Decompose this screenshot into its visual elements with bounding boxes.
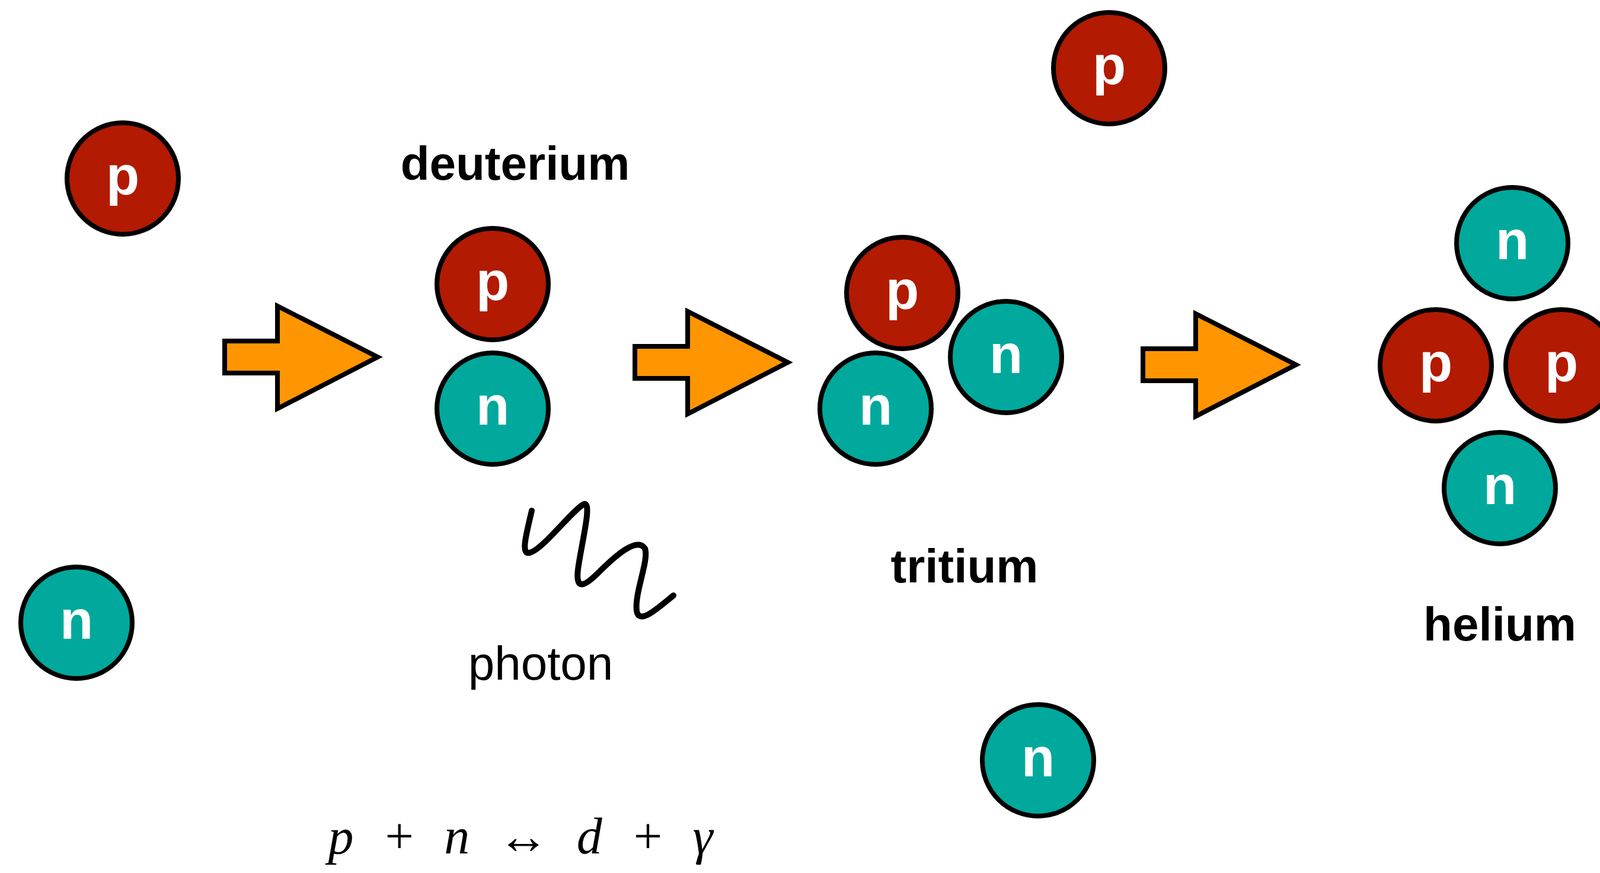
proton-circle: p: [1503, 307, 1600, 424]
neutron-circle: n: [18, 564, 135, 681]
proton-circle: p: [844, 234, 961, 351]
proton-circle: p: [434, 225, 551, 343]
group-label: deuterium: [400, 136, 631, 191]
particle-symbol: n: [1495, 212, 1529, 268]
particle-symbol: p: [885, 262, 919, 318]
neutron-circle: n: [1441, 429, 1558, 546]
reaction-arrow: [224, 305, 378, 409]
photon-label: photon: [468, 636, 614, 691]
particle-symbol: p: [1544, 334, 1579, 390]
reaction-equation: p + n ↔ d + γ: [328, 806, 714, 866]
neutron-circle: n: [979, 701, 1097, 819]
particle-symbol: n: [989, 326, 1023, 382]
proton-circle: p: [64, 120, 181, 237]
neutron-circle: n: [1454, 184, 1571, 302]
particle-symbol: p: [106, 148, 140, 203]
neutron-circle: n: [817, 350, 934, 467]
particle-symbol: n: [858, 378, 893, 433]
particle-symbol: p: [476, 253, 510, 309]
group-label: helium: [1423, 596, 1577, 652]
particle-symbol: n: [1483, 457, 1517, 513]
neutron-circle: n: [947, 298, 1065, 415]
particle-symbol: p: [1419, 334, 1453, 390]
group-label: tritium: [890, 538, 1039, 594]
proton-circle: p: [1377, 307, 1494, 424]
particle-symbol: n: [1021, 729, 1055, 785]
particle-symbol: p: [1092, 37, 1126, 93]
photon-squiggle: [524, 503, 674, 617]
reaction-arrows: [224, 305, 1296, 417]
particle-symbol: n: [476, 378, 510, 433]
neutron-circle: n: [434, 350, 551, 467]
proton-circle: p: [1051, 10, 1168, 127]
reaction-arrow: [634, 311, 788, 414]
reaction-arrow: [1142, 313, 1296, 417]
particle-symbol: n: [59, 592, 94, 647]
